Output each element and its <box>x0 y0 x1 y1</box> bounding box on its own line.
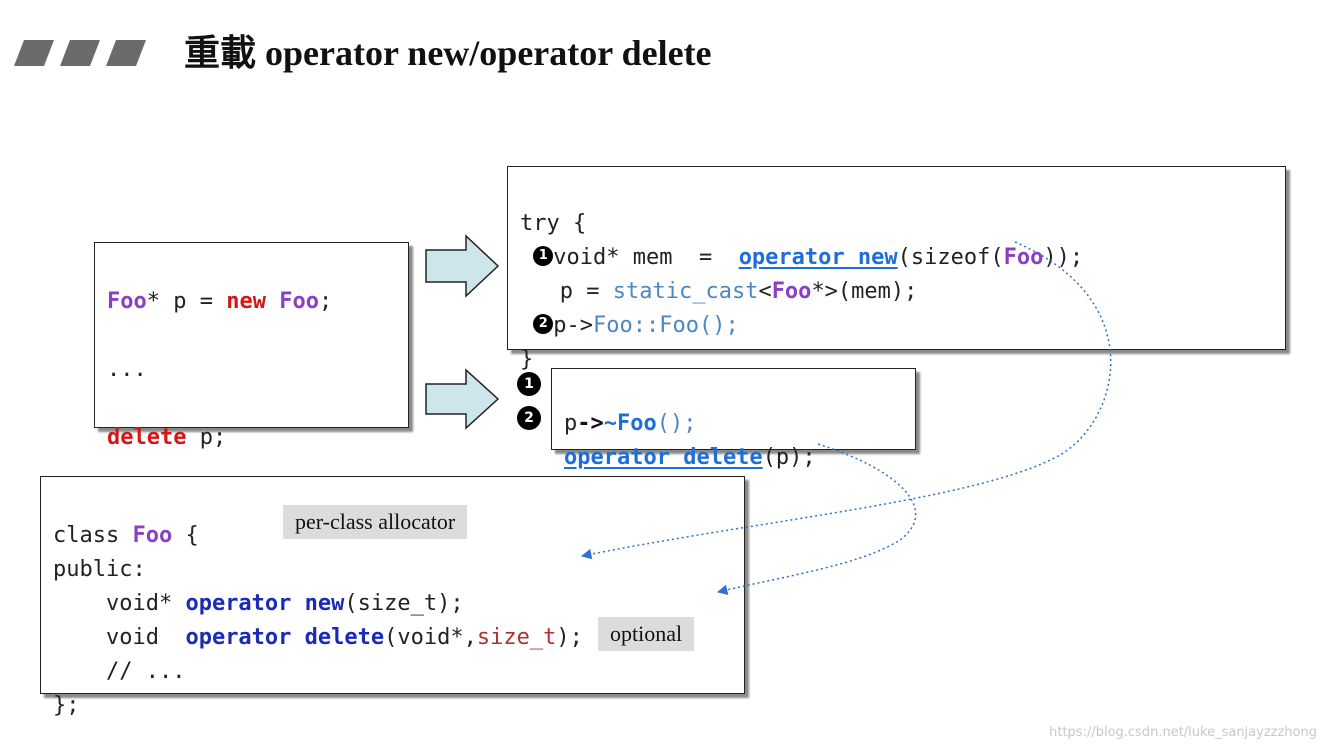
code-line-class-end: }; <box>53 693 80 718</box>
optional-note: optional <box>598 617 695 651</box>
expression-code-box: Foo* p = new Foo; ... delete p; <box>94 242 409 450</box>
code-line-decl-delete: void operator delete(void*,size_t); <box>53 625 583 650</box>
code-line-class: class Foo { <box>53 523 199 548</box>
code-line-static-cast: p = static_cast<Foo*>(mem); <box>533 279 918 304</box>
page-title: 重載 operator new/operator delete <box>184 33 712 73</box>
step-2-badge: 2 <box>533 314 554 334</box>
code-line-decl-new: void* operator new(size_t); <box>53 591 464 616</box>
delete-step-1-badge: 1 <box>517 372 541 396</box>
code-line-operator-delete: operator delete(p); <box>564 445 816 470</box>
code-line-comment: // ... <box>53 659 186 684</box>
link-operator-delete-dotted <box>716 443 917 595</box>
code-line-new: Foo* p = new Foo; <box>107 289 333 314</box>
code-line-close-brace: } <box>520 347 534 372</box>
link-operator-new-dotted <box>580 241 1112 560</box>
block-arrow-to-delete-icon <box>425 368 500 430</box>
delete-code: p->~Foo(); operator delete(p); <box>552 369 915 475</box>
class-code-box: class Foo { public: void* operator new(s… <box>40 476 745 718</box>
code-line-dtor: p->~Foo(); <box>564 411 697 436</box>
expression-code: Foo* p = new Foo; ... delete p; <box>95 243 408 455</box>
code-line-public: public: <box>53 557 146 582</box>
delete-step-2-badge: 2 <box>517 406 541 430</box>
code-line-ellipsis: ... <box>107 357 147 382</box>
code-line-delete: delete p; <box>107 425 227 450</box>
class-code: class Foo { public: void* operator new(s… <box>41 477 744 723</box>
step-1-badge: 1 <box>533 246 554 266</box>
watermark: https://blog.csdn.net/luke_sanjayzzzhong <box>1049 725 1317 740</box>
code-line-try: try { <box>520 211 587 236</box>
delete-code-box: p->~Foo(); operator delete(p); <box>551 368 916 470</box>
per-class-allocator-note: per-class allocator <box>283 505 468 539</box>
header-parallelograms-icon <box>14 40 146 66</box>
block-arrow-to-try-icon <box>425 234 500 298</box>
